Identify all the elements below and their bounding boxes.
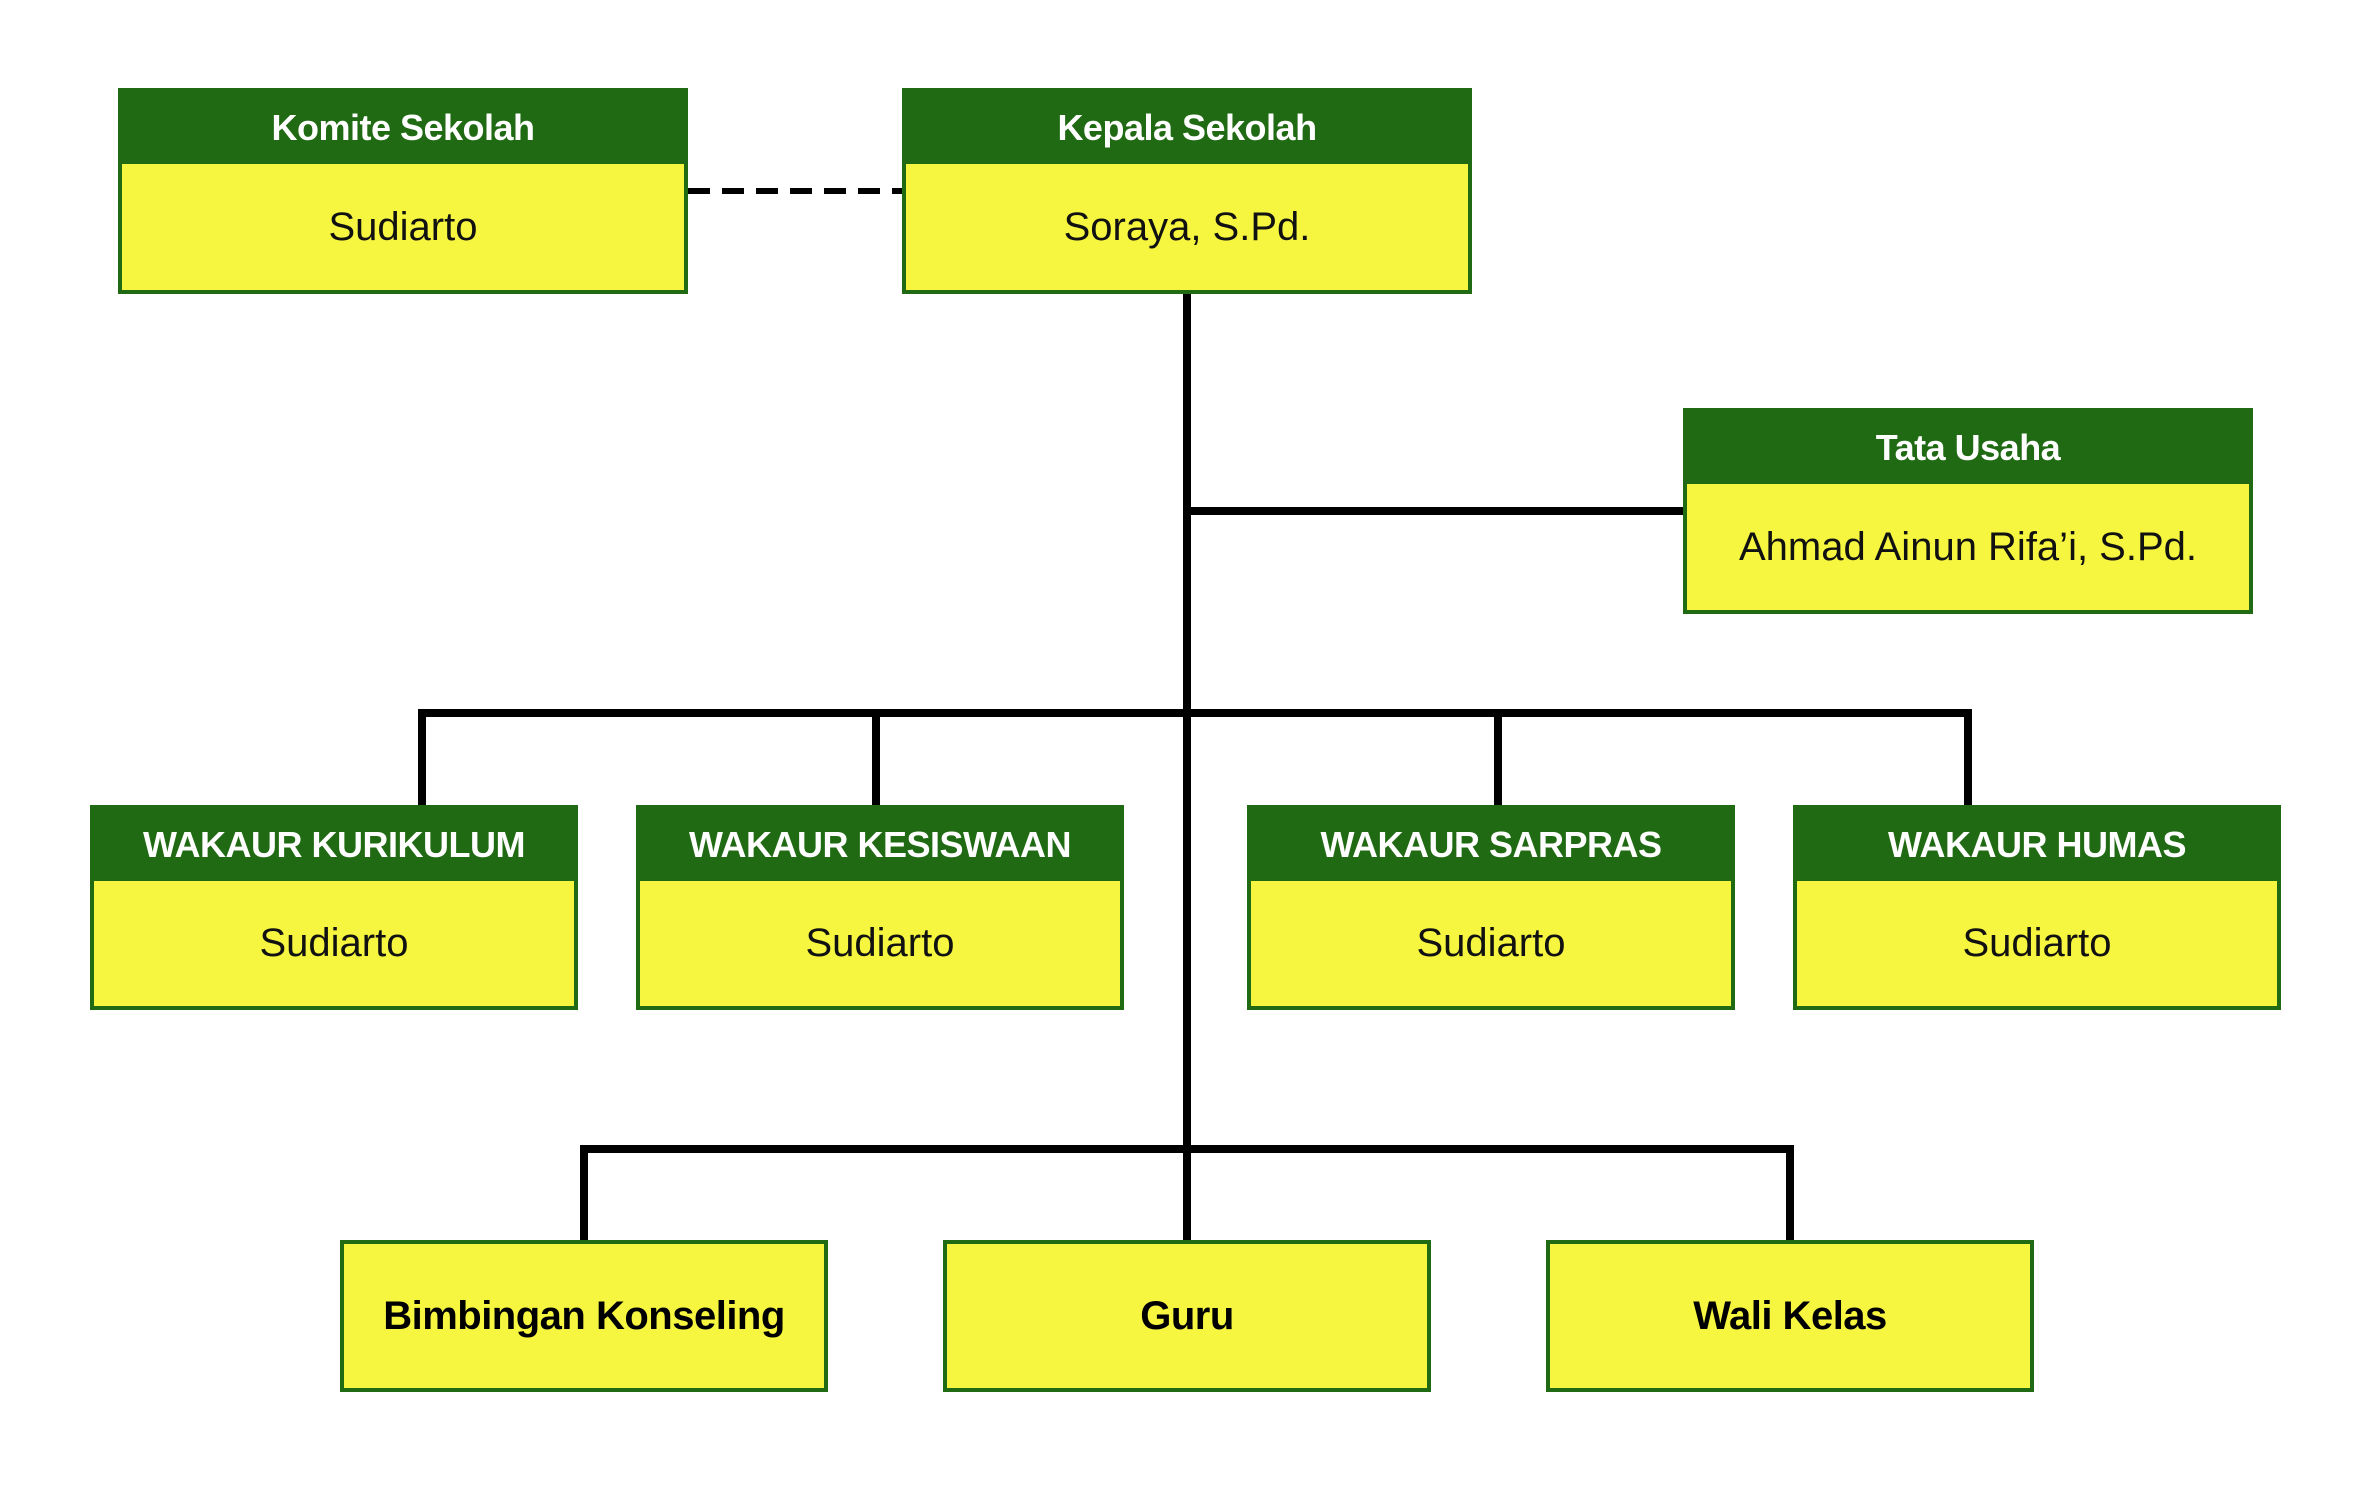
wakaur-kurikulum-box: WAKAUR KURIKULUM Sudiarto bbox=[90, 805, 578, 1010]
tata-usaha-box: Tata Usaha Ahmad Ainun Rifa’i, S.Pd. bbox=[1683, 408, 2253, 614]
bimbingan-konseling-box: Bimbingan Konseling bbox=[340, 1240, 828, 1392]
tata-usaha-name: Ahmad Ainun Rifa’i, S.Pd. bbox=[1738, 524, 2198, 569]
tata-usaha-title: Tata Usaha bbox=[1687, 412, 2249, 484]
wakaur-kesiswaan-name: Sudiarto bbox=[805, 921, 955, 965]
wakaur-kurikulum-name: Sudiarto bbox=[259, 921, 409, 965]
komite-sekolah-box: Komite Sekolah Sudiarto bbox=[118, 88, 688, 294]
kepala-sekolah-title: Kepala Sekolah bbox=[906, 92, 1468, 164]
guru-box: Guru bbox=[943, 1240, 1431, 1392]
komite-sekolah-name: Sudiarto bbox=[328, 204, 478, 249]
komite-sekolah-title: Komite Sekolah bbox=[122, 92, 684, 164]
kepala-sekolah-name: Soraya, S.Pd. bbox=[1063, 204, 1311, 249]
wakaur-sarpras-name: Sudiarto bbox=[1416, 921, 1566, 965]
kepala-sekolah-box: Kepala Sekolah Soraya, S.Pd. bbox=[902, 88, 1472, 294]
wakaur-kesiswaan-title: WAKAUR KESISWAAN bbox=[640, 809, 1120, 881]
wakaur-sarpras-box: WAKAUR SARPRAS Sudiarto bbox=[1247, 805, 1735, 1010]
wali-kelas-label: Wali Kelas bbox=[1693, 1293, 1887, 1338]
wakaur-humas-box: WAKAUR HUMAS Sudiarto bbox=[1793, 805, 2281, 1010]
wakaur-humas-title: WAKAUR HUMAS bbox=[1797, 809, 2277, 881]
wakaur-kurikulum-title: WAKAUR KURIKULUM bbox=[94, 809, 574, 881]
wakaur-kesiswaan-box: WAKAUR KESISWAAN Sudiarto bbox=[636, 805, 1124, 1010]
guru-label: Guru bbox=[1140, 1293, 1234, 1338]
bimbingan-konseling-label: Bimbingan Konseling bbox=[383, 1293, 785, 1338]
wakaur-humas-name: Sudiarto bbox=[1962, 921, 2112, 965]
wakaur-sarpras-title: WAKAUR SARPRAS bbox=[1251, 809, 1731, 881]
wali-kelas-box: Wali Kelas bbox=[1546, 1240, 2034, 1392]
